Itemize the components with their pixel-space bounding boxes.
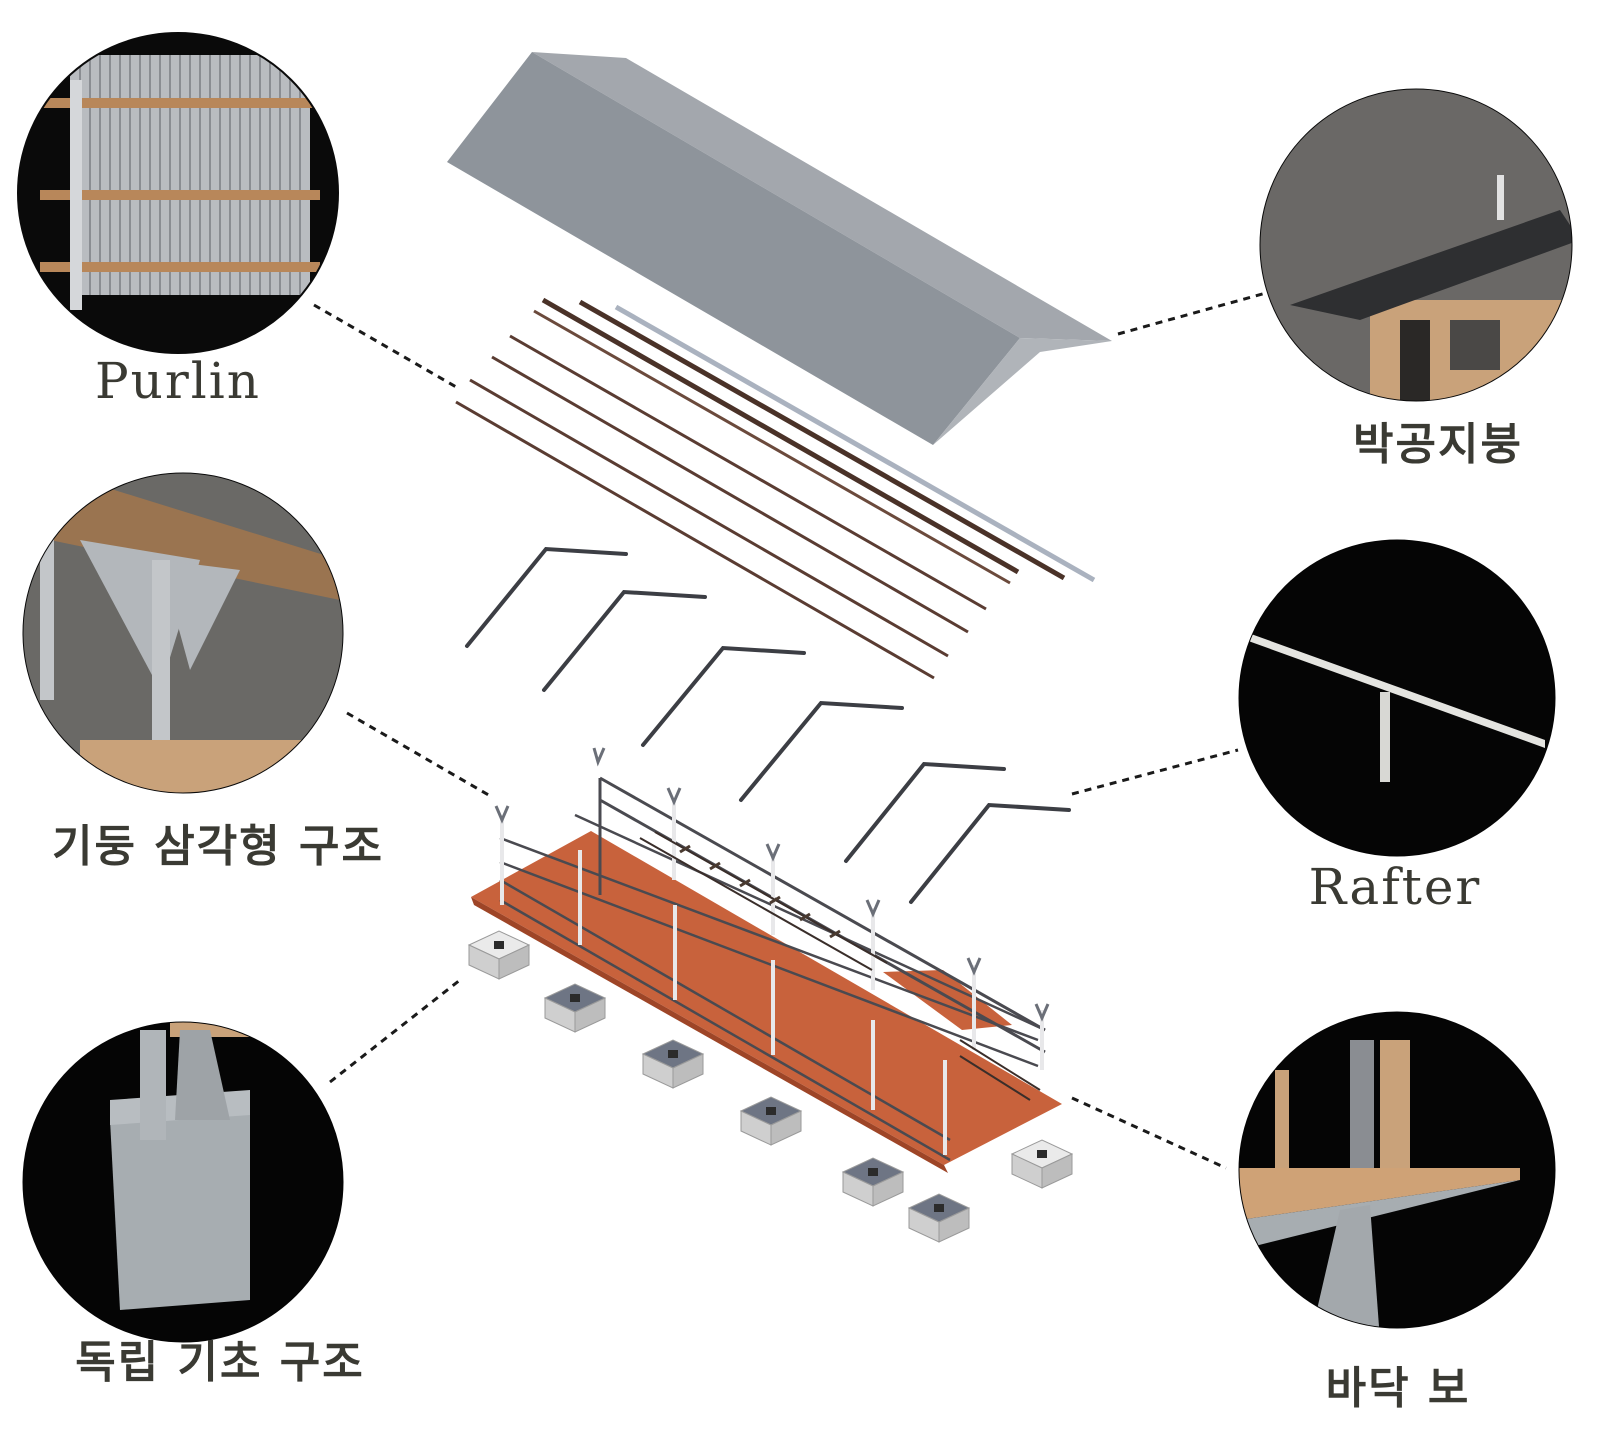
roof-main-plane bbox=[447, 52, 1020, 445]
floor-structure bbox=[471, 747, 1062, 1173]
isolated-footings bbox=[467, 930, 1074, 1243]
footing-block bbox=[907, 1193, 971, 1243]
leader-footing bbox=[329, 978, 461, 1084]
photo-purlin bbox=[18, 33, 338, 353]
photo-rafter bbox=[1239, 540, 1555, 856]
stair-treads bbox=[679, 844, 841, 939]
rafter-frame bbox=[909, 802, 1071, 904]
purlin-bar bbox=[455, 400, 935, 680]
floor-joists bbox=[639, 831, 1041, 1101]
rafter-frame bbox=[542, 589, 707, 692]
purlin-bar bbox=[491, 355, 969, 634]
label-rafter: Rafter bbox=[1308, 858, 1482, 916]
purlin-bar bbox=[533, 309, 1011, 585]
photo-footing bbox=[23, 1022, 343, 1342]
footing-block bbox=[841, 1157, 905, 1207]
leader-purlin bbox=[313, 303, 459, 390]
floor-deck bbox=[471, 831, 1062, 1165]
gable-roof bbox=[447, 52, 1112, 445]
roof-edge bbox=[933, 338, 1112, 445]
leader-rafter bbox=[1071, 748, 1239, 796]
footing-block bbox=[1010, 1139, 1074, 1189]
column-caps bbox=[494, 747, 1050, 1022]
purlin-bar bbox=[469, 378, 949, 658]
purlins bbox=[455, 297, 1096, 680]
footing-block bbox=[467, 930, 531, 980]
photo-column-triangle bbox=[23, 473, 343, 793]
photo-roof bbox=[1260, 89, 1572, 401]
purlin-bar bbox=[509, 334, 987, 611]
photo-floor-beam bbox=[1239, 1012, 1555, 1328]
rafter-frame bbox=[739, 700, 904, 802]
rafter-frame bbox=[844, 761, 1006, 863]
leader-column bbox=[346, 711, 493, 799]
purlin-bar bbox=[578, 299, 1066, 581]
roof-top-plane bbox=[532, 52, 1112, 341]
label-floor-beam: 바닥 보 bbox=[1325, 1363, 1471, 1414]
label-isolated-footing: 독립 기초 구조 bbox=[75, 1337, 365, 1388]
rafter-frame bbox=[641, 645, 806, 747]
purlin-bar bbox=[614, 304, 1096, 583]
footing-block bbox=[543, 983, 607, 1033]
label-column-triangle: 기둥 삼각형 구조 bbox=[52, 821, 384, 872]
leader-lines bbox=[313, 286, 1285, 1170]
side-frame-front bbox=[499, 813, 1046, 1162]
rafters bbox=[465, 546, 1071, 904]
floor-deck-edge bbox=[471, 897, 948, 1173]
label-purlin: Purlin bbox=[95, 352, 261, 410]
footing-block bbox=[641, 1039, 705, 1089]
purlin-bar bbox=[541, 297, 1020, 575]
footing-block bbox=[739, 1096, 803, 1146]
rafter-frame bbox=[465, 546, 628, 648]
label-gable-roof: 박공지붕 bbox=[1353, 419, 1523, 470]
leader-floor bbox=[1071, 1096, 1227, 1170]
columns bbox=[500, 798, 1044, 1155]
leader-roof bbox=[1117, 286, 1285, 336]
